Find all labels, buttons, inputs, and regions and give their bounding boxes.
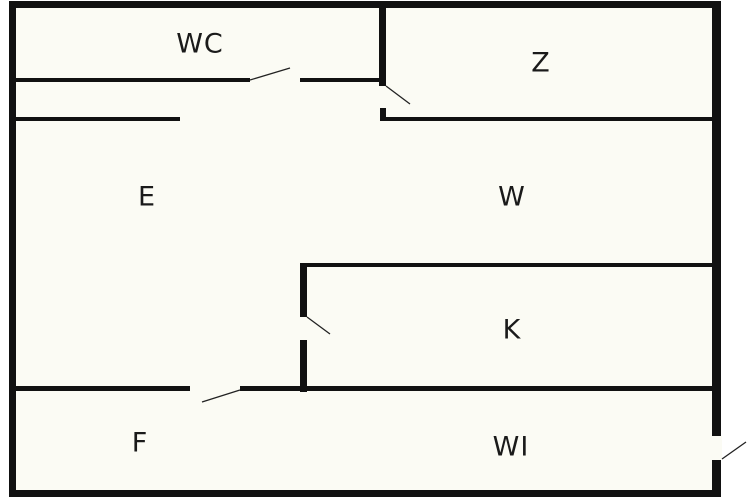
room-label-wc: WC: [176, 29, 224, 60]
wall-z-bottom: [380, 117, 715, 121]
room-label-wi: WI: [493, 432, 530, 463]
wall-wc-bottom-left: [12, 78, 250, 82]
outer-wall-right: [712, 1, 721, 497]
door-entry-swing: [721, 441, 747, 460]
door-z-gap: [379, 86, 387, 108]
wall-f-top-right: [240, 386, 715, 391]
wall-z-left-lower: [380, 108, 386, 121]
door-k-gap: [299, 317, 308, 340]
wall-f-top-left: [12, 386, 190, 391]
door-entry-gap: [711, 436, 722, 460]
door-f-swing: [201, 389, 241, 403]
door-f-gap: [190, 385, 240, 392]
door-z-swing: [385, 85, 411, 105]
outer-wall-bottom: [9, 490, 721, 497]
wall-hall-top: [12, 117, 180, 121]
door-k-swing: [306, 316, 331, 335]
room-label-z: Z: [531, 48, 551, 79]
wall-wc-z-divider: [379, 3, 386, 86]
room-label-e: E: [138, 182, 156, 213]
room-label-f: F: [132, 428, 149, 459]
wall-k-left-upper: [300, 263, 307, 317]
wall-k-top: [300, 263, 715, 267]
outer-wall-left: [9, 1, 16, 497]
room-label-k: K: [503, 315, 522, 346]
outer-wall-top: [9, 1, 721, 8]
floor-area: [10, 3, 718, 493]
wall-k-left-lower: [300, 340, 307, 392]
room-label-w: W: [498, 182, 526, 213]
door-wc-swing: [249, 67, 291, 81]
door-wc-gap: [250, 78, 300, 83]
wall-wc-bottom-right: [300, 78, 384, 82]
